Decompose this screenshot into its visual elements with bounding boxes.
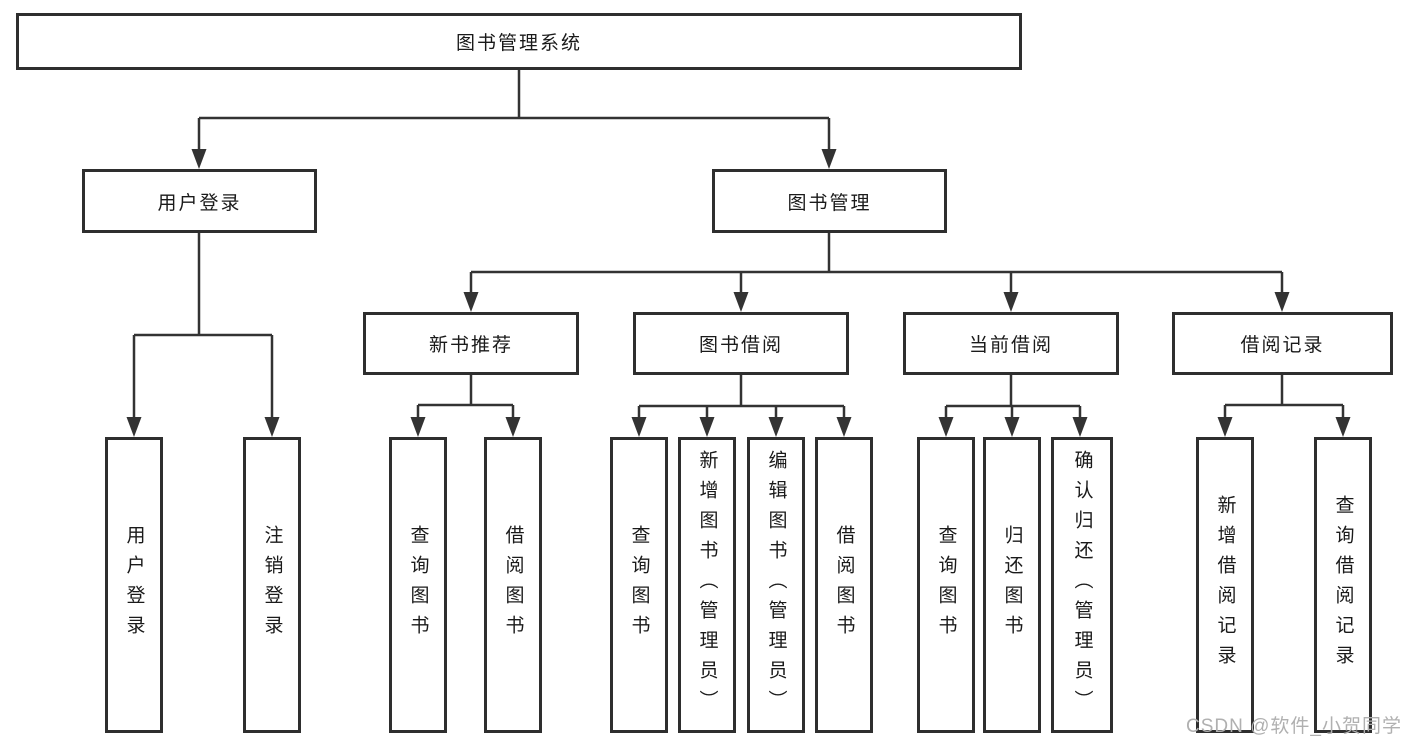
node-new-book-recommend-label: 新书推荐 (428, 335, 513, 356)
leaf-records-query-record: 查询借阅记录 (1314, 437, 1372, 733)
leaf-newrec-query-books-label: 查询图书 (407, 525, 429, 645)
leaf-current-confirm-return-admin: 确认归还（管理员） (1051, 437, 1113, 733)
leaf-borrow-borrow-books: 借阅图书 (815, 437, 873, 733)
node-book-borrowing-label: 图书借阅 (698, 335, 783, 356)
leaf-records-add-record-label: 新增借阅记录 (1214, 495, 1236, 675)
leaf-borrow-add-books-admin: 新增图书（管理员） (678, 437, 736, 733)
node-root-label: 图书管理系统 (455, 33, 582, 54)
node-root: 图书管理系统 (16, 13, 1022, 70)
leaf-borrow-query-books: 查询图书 (610, 437, 668, 733)
leaf-newrec-query-books: 查询图书 (389, 437, 447, 733)
leaf-borrow-edit-books-admin-label: 编辑图书（管理员） (765, 450, 787, 720)
csdn-watermark: CSDN @软件_小贺同学 (1186, 716, 1402, 737)
leaf-current-query-books-label: 查询图书 (935, 525, 957, 645)
leaf-user-login-label: 用户登录 (123, 525, 145, 645)
leaf-current-return-books: 归还图书 (983, 437, 1041, 733)
leaf-records-query-record-label: 查询借阅记录 (1332, 495, 1354, 675)
leaf-current-confirm-return-admin-label: 确认归还（管理员） (1071, 450, 1093, 720)
node-book-borrowing: 图书借阅 (633, 312, 849, 375)
leaf-newrec-borrow-books: 借阅图书 (484, 437, 542, 733)
node-user-login-label: 用户登录 (157, 192, 242, 214)
leaf-user-login: 用户登录 (105, 437, 163, 733)
leaf-borrow-add-books-admin-label: 新增图书（管理员） (696, 450, 718, 720)
leaf-records-add-record: 新增借阅记录 (1196, 437, 1254, 733)
node-book-management-label: 图书管理 (787, 192, 872, 214)
node-user-login: 用户登录 (82, 169, 317, 233)
node-book-management: 图书管理 (712, 169, 947, 233)
node-current-borrowing: 当前借阅 (903, 312, 1119, 375)
leaf-borrow-borrow-books-label: 借阅图书 (833, 525, 855, 645)
node-borrow-records: 借阅记录 (1172, 312, 1393, 375)
node-new-book-recommend: 新书推荐 (363, 312, 579, 375)
leaf-newrec-borrow-books-label: 借阅图书 (502, 525, 524, 645)
leaf-logout-label: 注销登录 (261, 525, 283, 645)
leaf-logout: 注销登录 (243, 437, 301, 733)
leaf-borrow-edit-books-admin: 编辑图书（管理员） (747, 437, 805, 733)
node-current-borrowing-label: 当前借阅 (968, 335, 1053, 356)
node-borrow-records-label: 借阅记录 (1240, 335, 1325, 356)
leaf-current-return-books-label: 归还图书 (1001, 525, 1023, 645)
leaf-current-query-books: 查询图书 (917, 437, 975, 733)
leaf-borrow-query-books-label: 查询图书 (628, 525, 650, 645)
